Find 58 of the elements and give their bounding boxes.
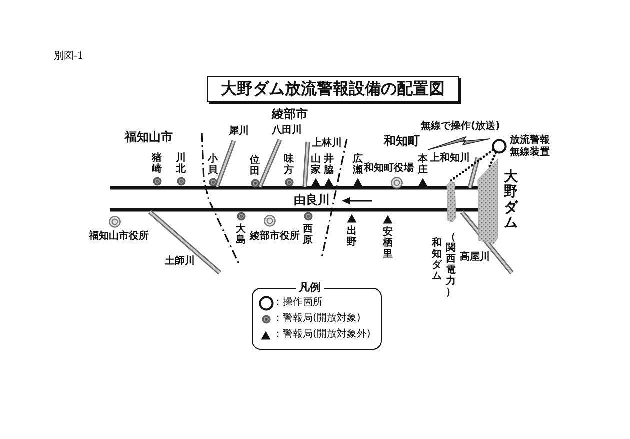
station-name: 安栖里 [383,226,393,260]
station-name: 出野 [347,226,357,248]
river-name: 犀川 [229,126,249,138]
facility-name: 福知山市役所 [89,231,149,242]
dam-name: 大野ダム [504,170,518,232]
station-name: 川北 [176,153,186,175]
dotted-line [488,151,498,170]
facility-name: 和知町役場 [364,163,414,174]
triangle-icon [383,214,393,224]
dot-icon [152,176,162,186]
dot-icon [250,178,260,188]
station-name: 位田 [250,155,260,177]
double-circle-icon [109,216,121,228]
dot-icon [284,178,294,186]
dot-icon [304,212,312,220]
dam-band [477,158,499,245]
river-name: 上林川 [312,138,342,150]
dam-name: 和知ダム [432,238,442,282]
station-name: 山家 [311,154,321,176]
river-name: 土師川 [165,256,195,268]
dotted-line [450,149,494,182]
station-name: 小貝 [208,154,218,176]
station-name: 広瀬 [353,154,363,176]
river-name: 由良川 [294,194,330,208]
figure-number: 別図-1 [54,51,84,62]
city-name: 綾部市 [272,108,308,122]
station-name: 井脇 [324,154,334,176]
double-circle-icon [264,215,276,227]
river-name: 上和知川 [430,153,470,164]
ring-icon [492,138,506,154]
facility-name: 放流警報無線装置 [510,135,551,158]
station-name: 猪崎 [152,153,162,175]
legend-text: ：警報局(開放対象外) [273,329,371,340]
legend-title: 凡例 [296,282,324,295]
dot-icon [176,176,186,186]
river-name: 八田川 [272,125,302,136]
triangle-icon [347,214,357,222]
triangle-icon [324,178,334,186]
river-name: 高屋川 [460,252,490,264]
dam-band [446,180,457,223]
city-name: 福知山市 [125,131,173,145]
triangle-icon [418,178,428,186]
station-name: 西原 [303,224,313,246]
legend-text: ：警報局(開放対象) [273,313,361,324]
legend-text: ：操作箇所 [273,297,323,308]
title: 大野ダム放流警報設備の配置図 [207,76,459,102]
dot-icon [236,212,246,220]
dot-icon [208,178,218,186]
triangle-icon [353,178,363,186]
triangle-icon [311,178,321,186]
station-name: 本庄 [418,154,428,176]
city-name: 和知町 [384,135,420,149]
station-name: 大島 [236,224,246,246]
facility-name: 綾部市役所 [250,231,300,242]
station-name: 味方 [284,154,294,176]
double-circle-icon [391,177,403,189]
note-text: 無線で操作(放送) [421,121,500,132]
dam-name: （関西電力） [446,232,456,298]
